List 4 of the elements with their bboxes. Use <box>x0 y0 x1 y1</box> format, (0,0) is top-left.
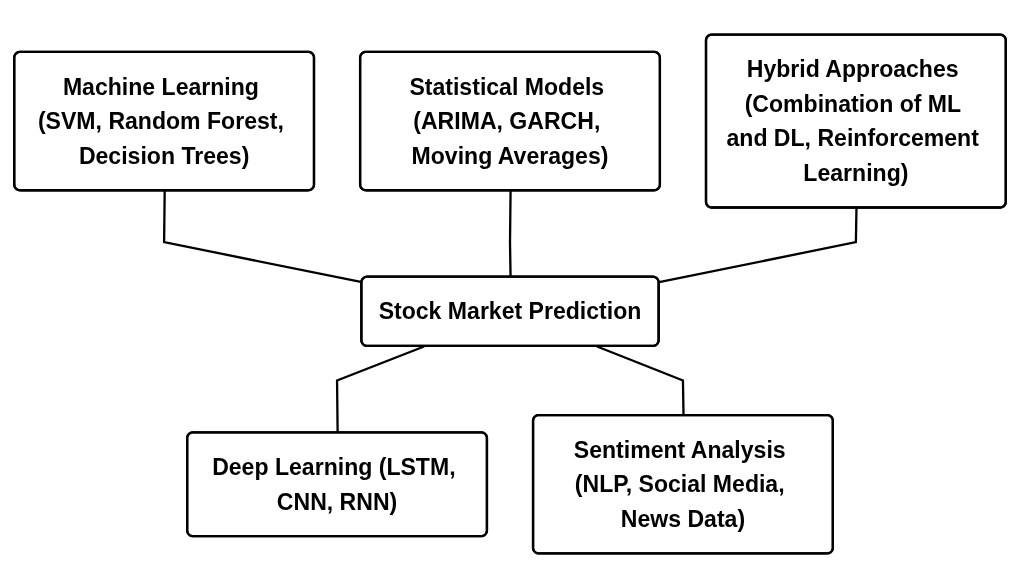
connector <box>596 345 685 416</box>
connector <box>335 345 425 433</box>
connector <box>658 208 858 284</box>
connector <box>162 190 363 284</box>
